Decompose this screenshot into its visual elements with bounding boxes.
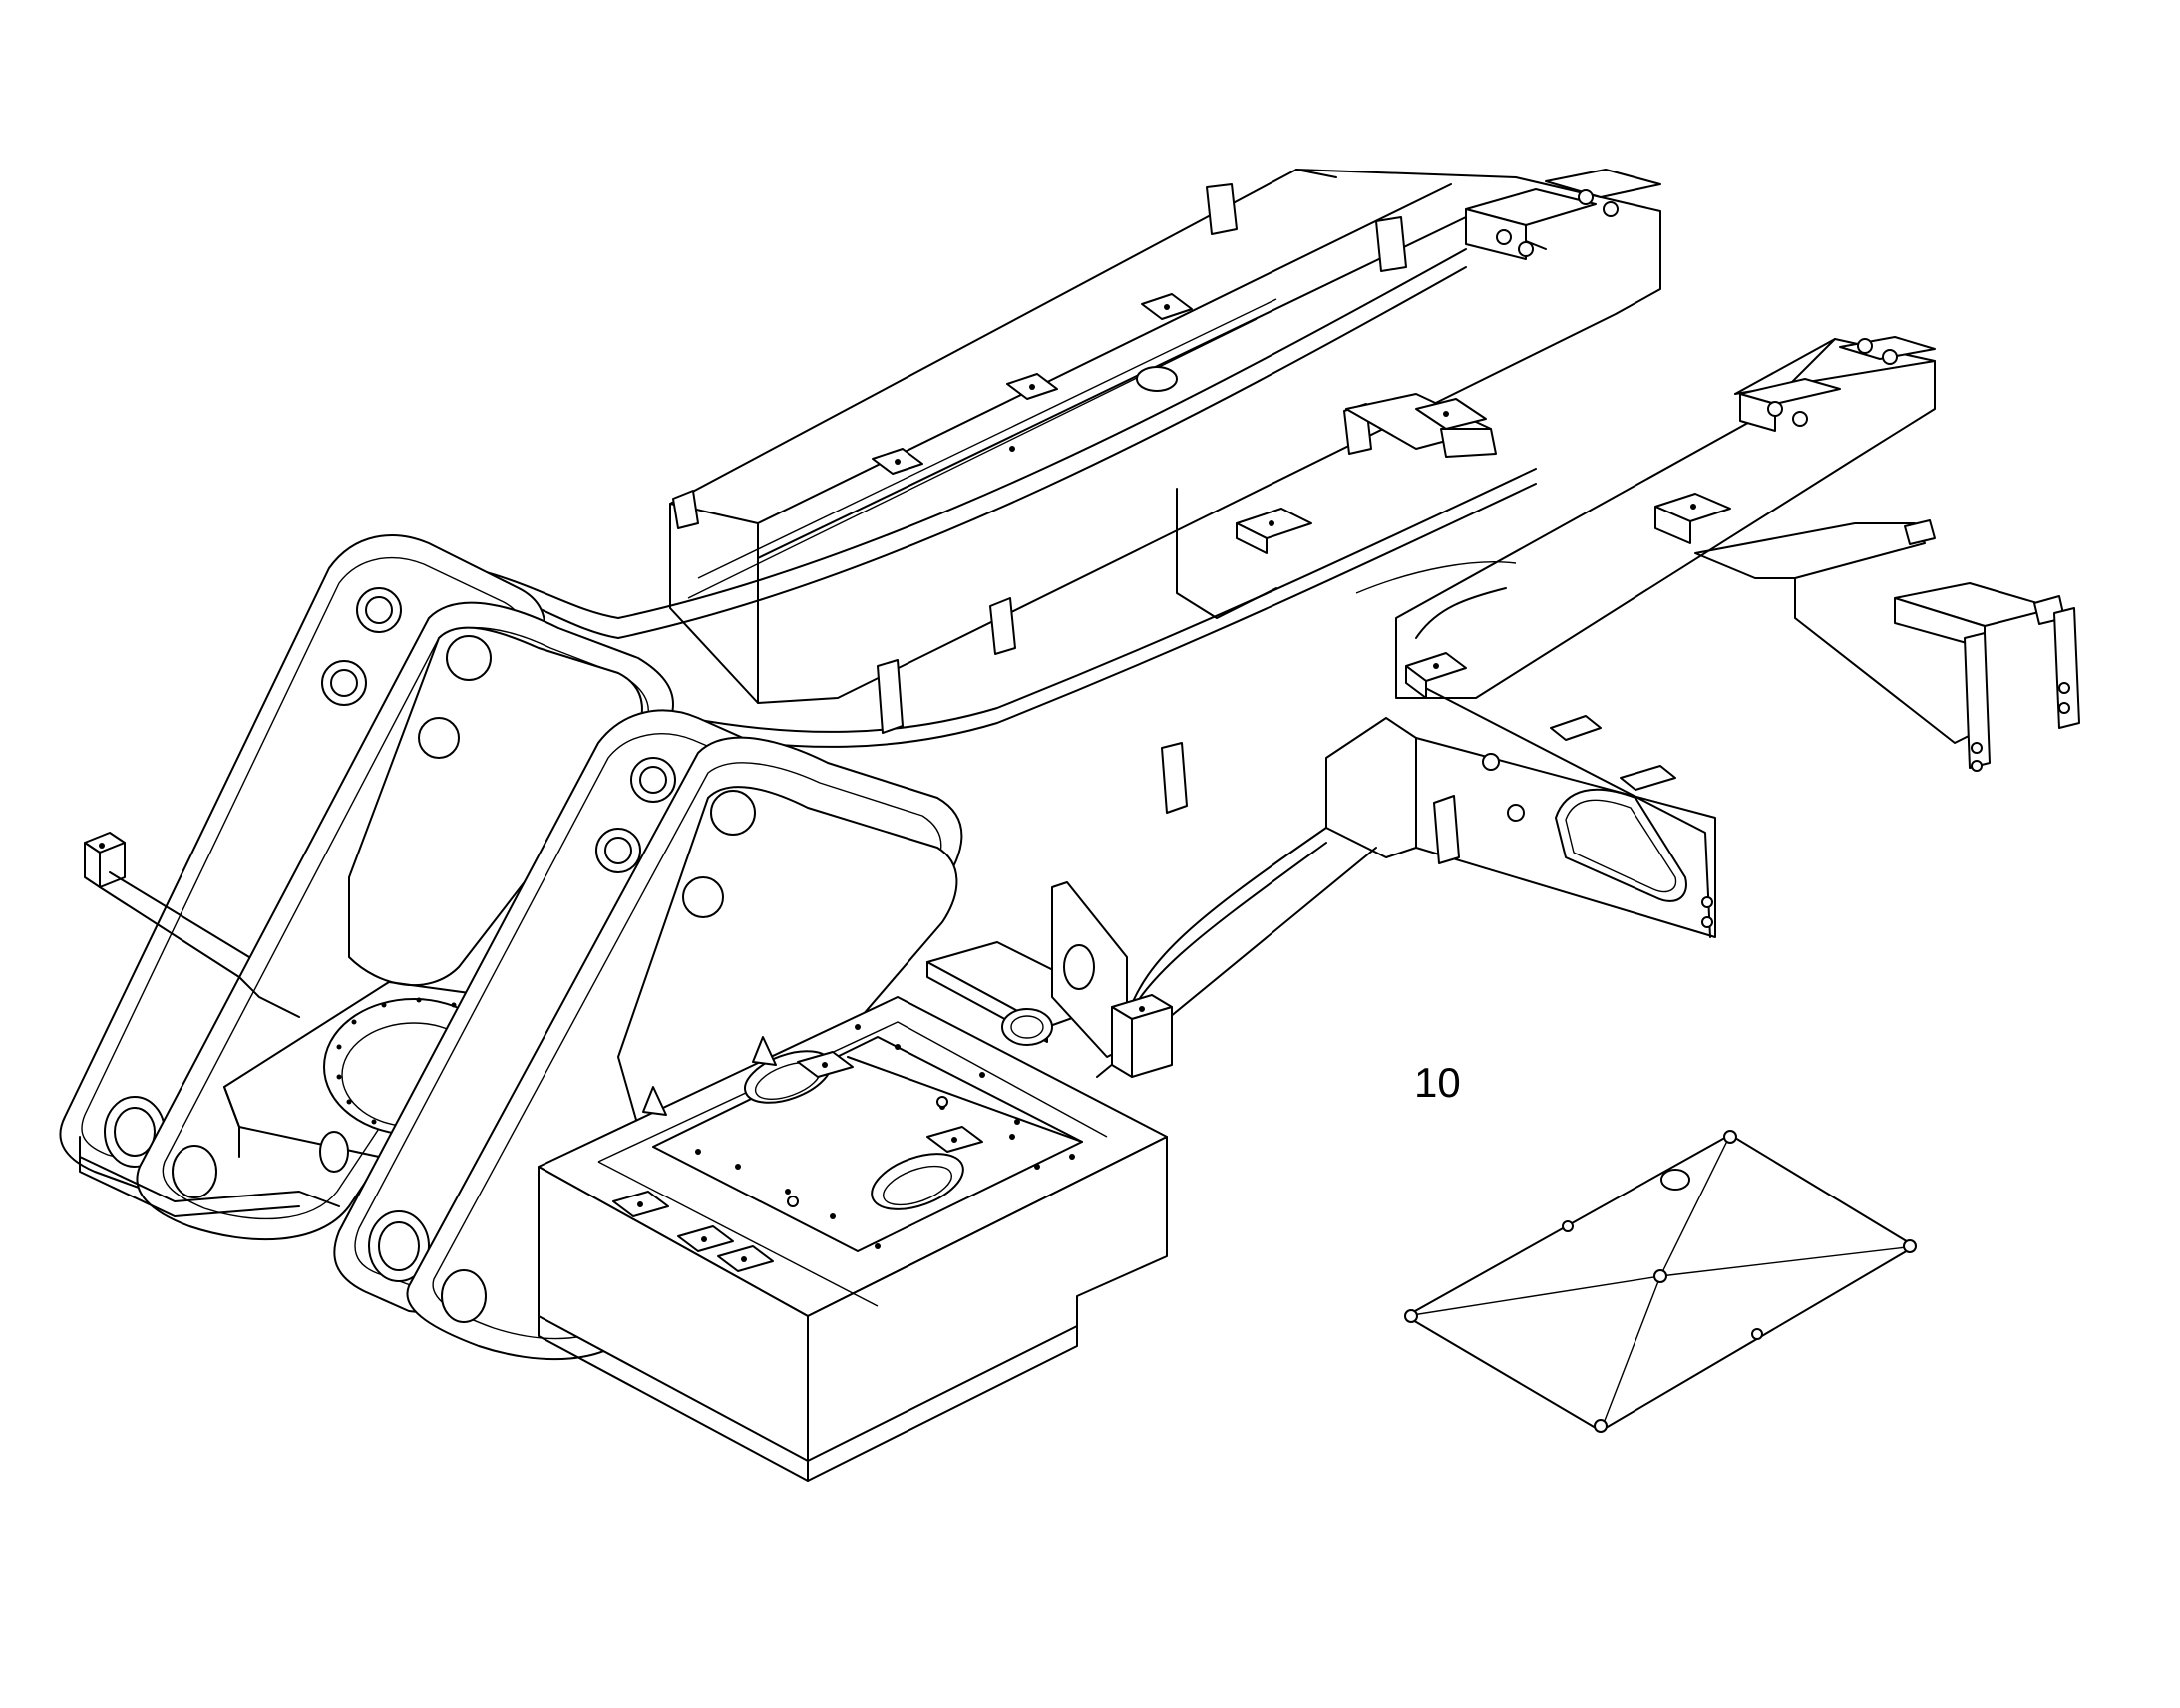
curved-main-beam (409, 249, 1536, 813)
upper-longitudinal-beam (670, 170, 1660, 703)
lower-right-beam (1396, 337, 2079, 771)
left-boom-lugs (60, 535, 673, 1239)
counterweight-box (539, 997, 1167, 1481)
cover-plate-part (1405, 1131, 1916, 1432)
part-callout-10: 10 (1414, 1059, 1461, 1106)
cross-member (1097, 653, 1715, 1077)
front-mount-bracket (927, 882, 1172, 1077)
